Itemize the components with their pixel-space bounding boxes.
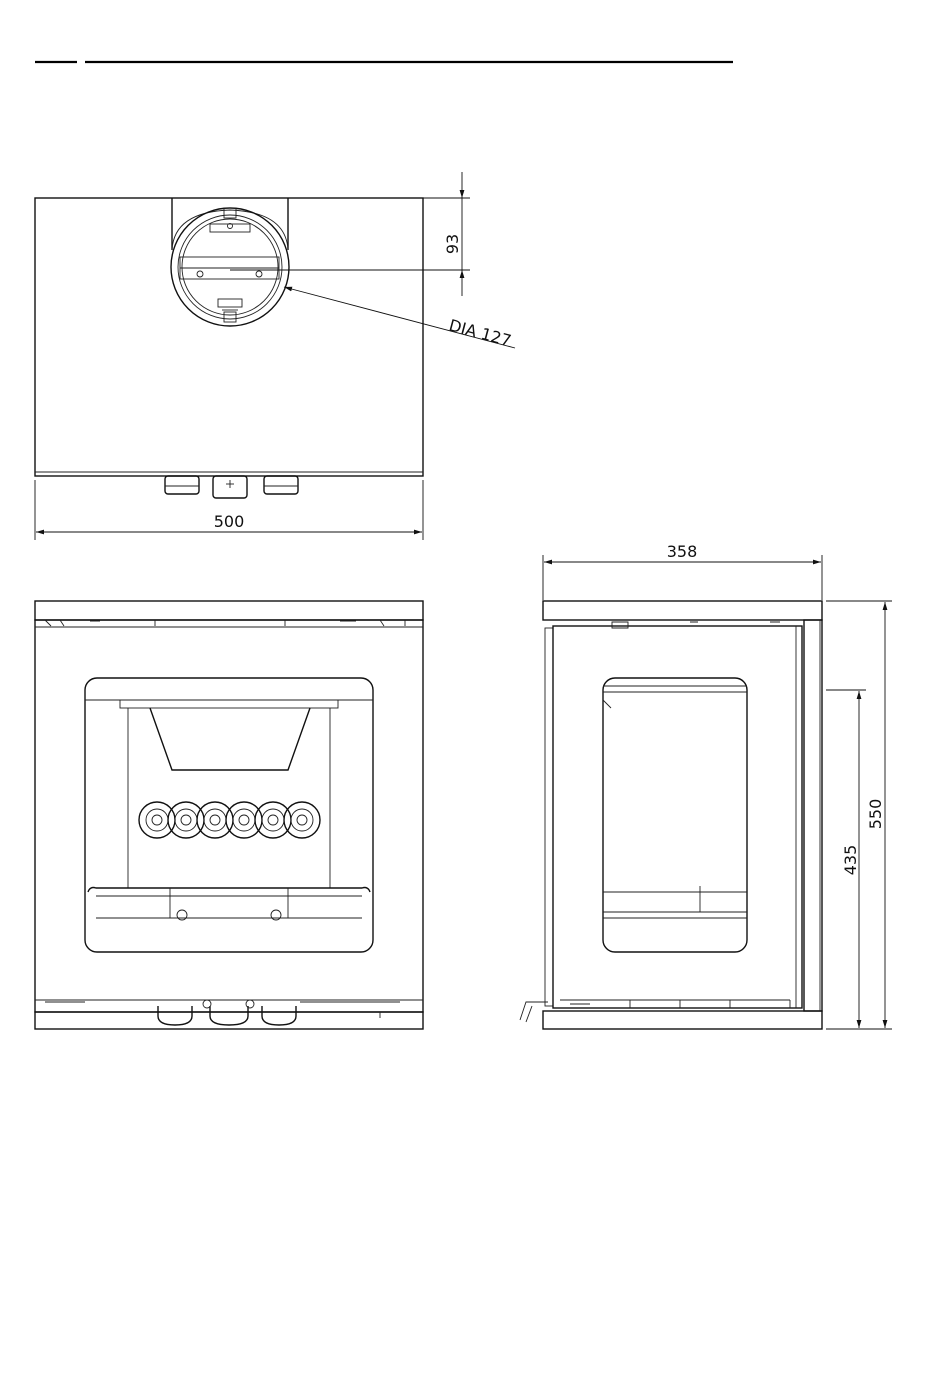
front-view bbox=[35, 601, 423, 1029]
dim-flue-diameter-label: DIA 127 bbox=[447, 316, 513, 351]
dim-top-offset-label: 93 bbox=[443, 234, 462, 254]
dim-depth: 358 bbox=[543, 542, 822, 600]
dim-total-height-label: 550 bbox=[866, 799, 885, 830]
top-view bbox=[35, 198, 423, 498]
dim-top-offset: 93 bbox=[230, 172, 470, 296]
dim-width-label: 500 bbox=[214, 512, 245, 531]
dim-flue-diameter: DIA 127 bbox=[284, 287, 515, 350]
burner-row bbox=[139, 802, 320, 838]
dim-door-height-label: 435 bbox=[841, 845, 860, 876]
dim-width: 500 bbox=[35, 480, 423, 540]
dim-door-height: 435 bbox=[826, 690, 892, 1029]
dim-depth-label: 358 bbox=[667, 542, 698, 561]
side-view bbox=[520, 601, 822, 1029]
